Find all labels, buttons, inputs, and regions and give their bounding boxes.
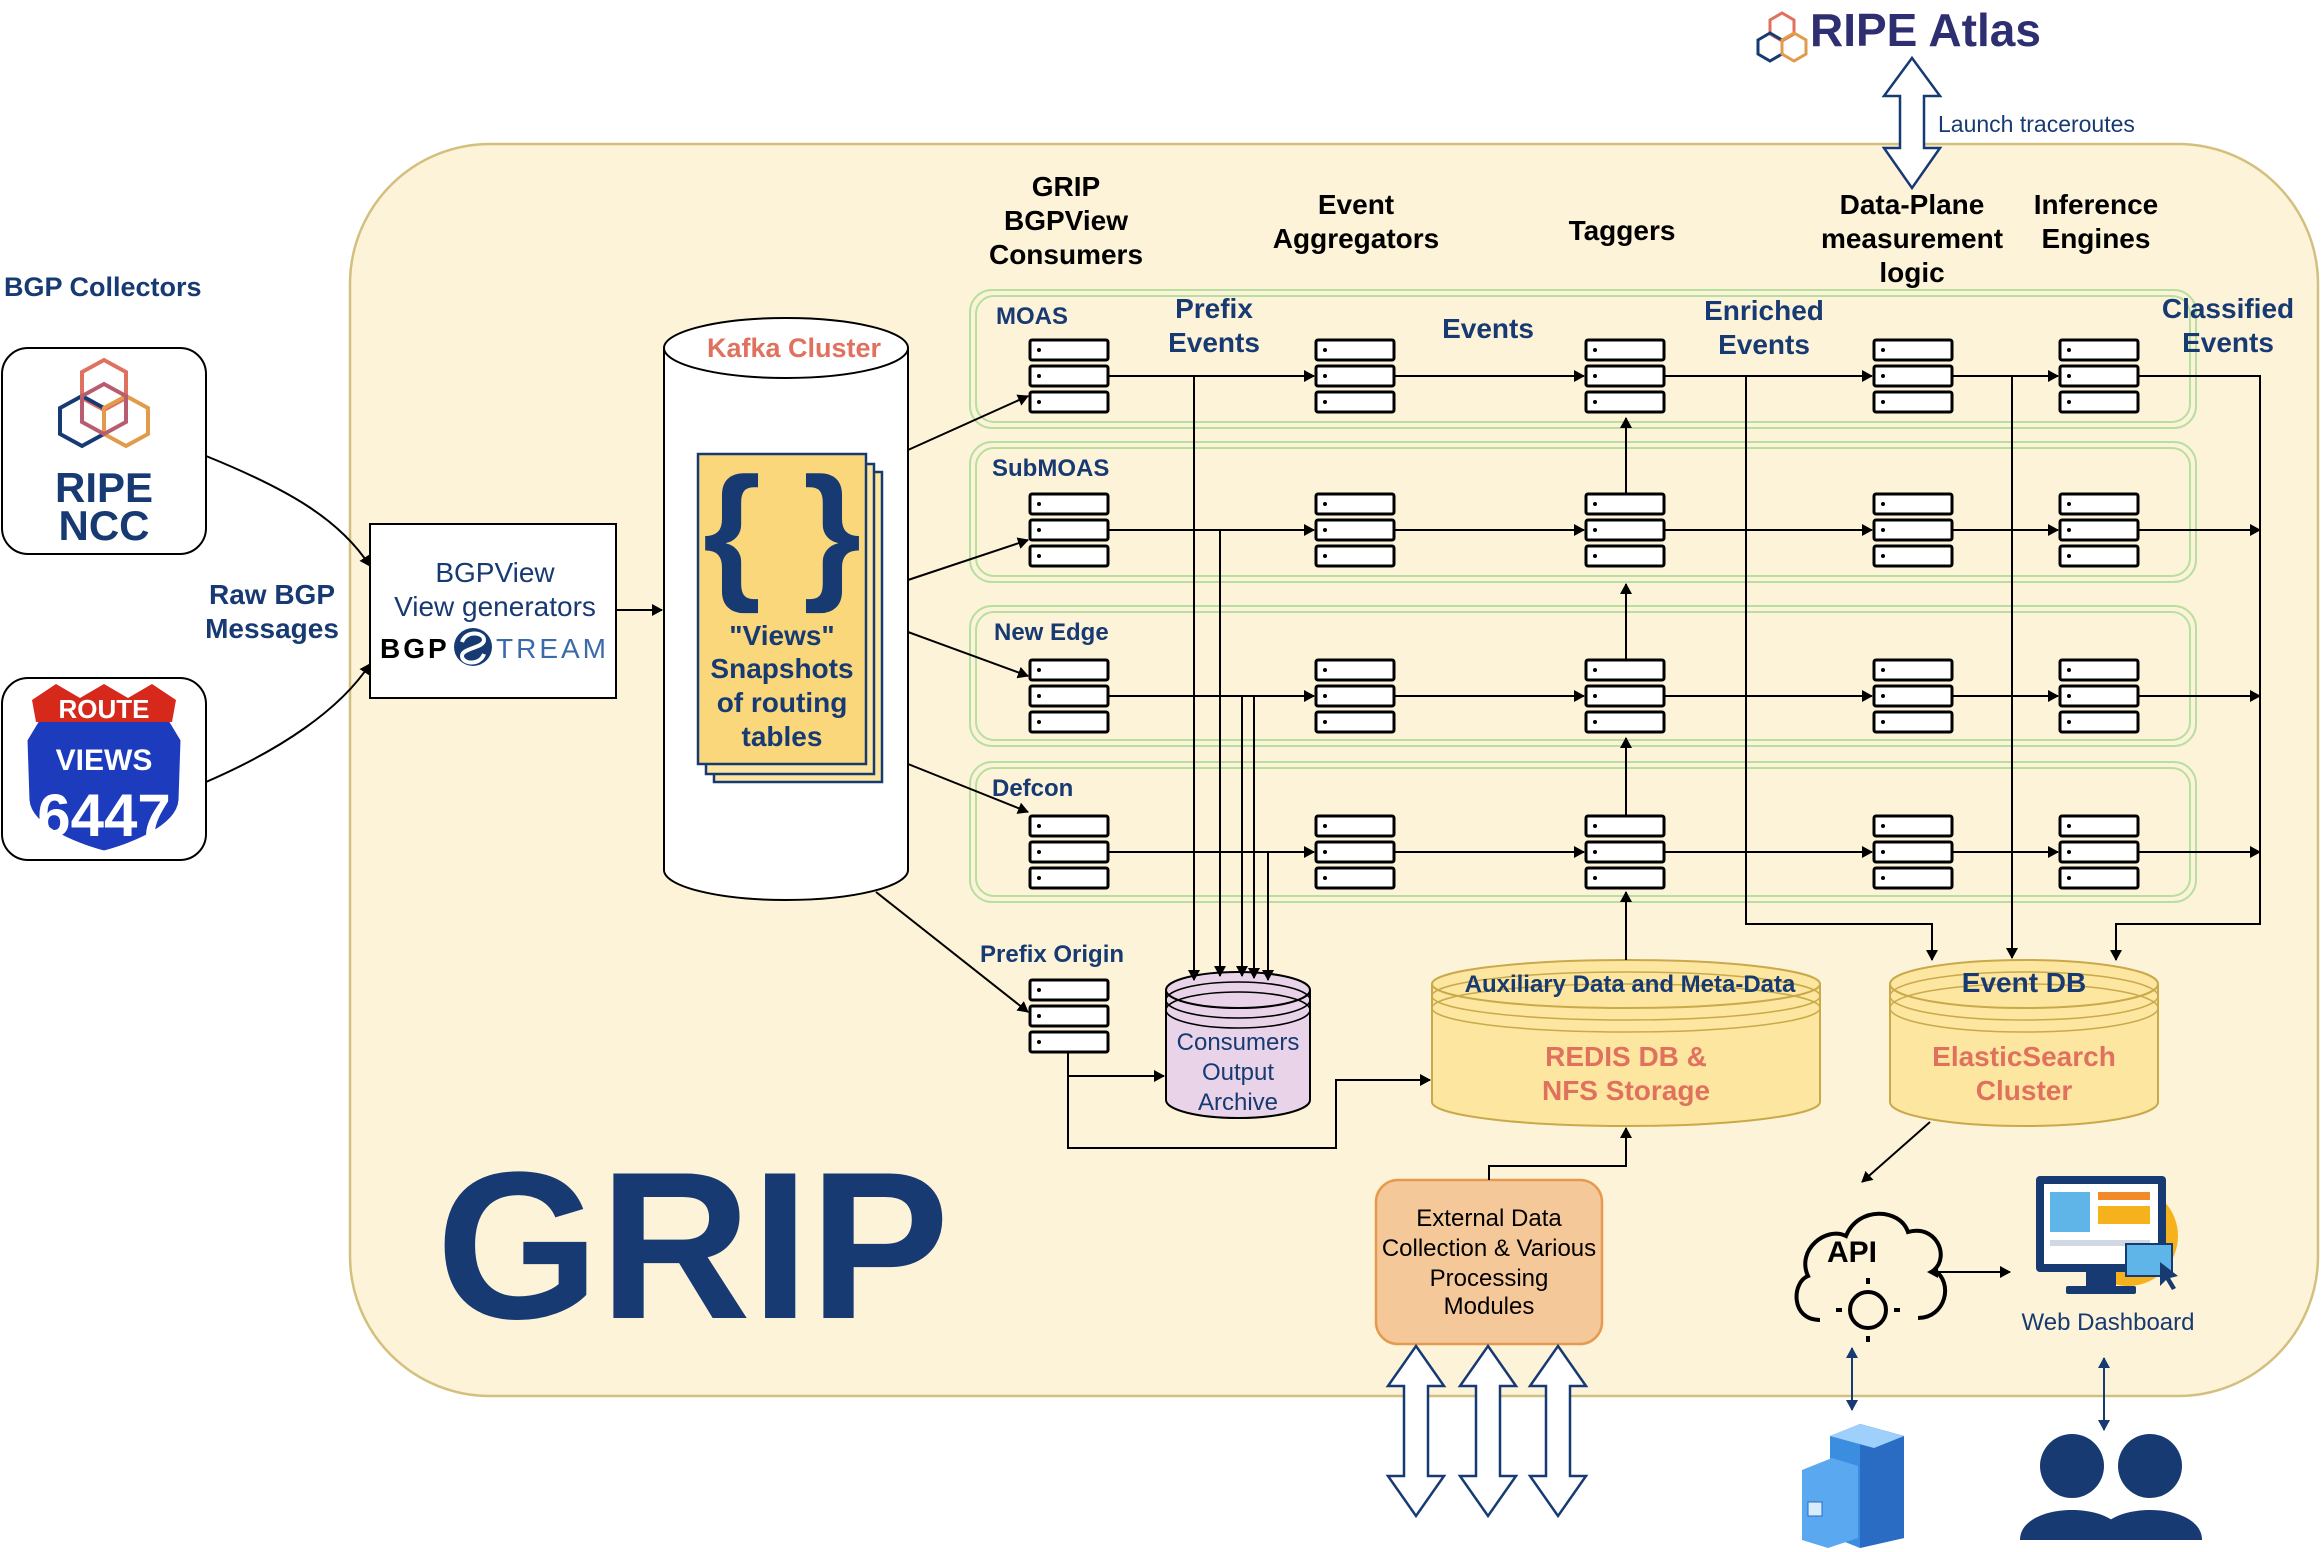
- server-icon-moas-dataplane: [1872, 338, 1954, 414]
- bgpstream-logo-icon: [454, 628, 492, 666]
- api-label: API: [1827, 1236, 1877, 1269]
- dataplane-header-line3: logic: [1879, 257, 1944, 288]
- server-icon-submoas-dataplane: [1872, 492, 1954, 568]
- ripe-atlas-title: RIPE Atlas: [1810, 4, 2041, 56]
- consumers-header-line1: GRIP: [1032, 171, 1100, 202]
- web-dashboard-label: Web Dashboard: [2022, 1309, 2195, 1336]
- inference-header-line1: Inference: [2034, 189, 2159, 220]
- users-icon: [2020, 1434, 2202, 1540]
- lane-label-new-edge: New Edge: [994, 619, 1109, 646]
- bgp-collectors-label: BGP Collectors: [4, 272, 202, 302]
- web-dashboard-monitor-icon: [2036, 1176, 2178, 1294]
- dataplane-header-line2: measurement: [1821, 223, 2003, 254]
- lane-label-moas: MOAS: [996, 303, 1068, 330]
- ripe-ncc-logo: [58, 357, 150, 449]
- views-line1: "Views": [729, 620, 834, 651]
- route-views-line2: VIEWS: [56, 744, 153, 777]
- server-icon-defcon-dataplane: [1872, 814, 1954, 890]
- server-icon-moas-aggregator: [1314, 338, 1396, 414]
- external-line4: Modules: [1444, 1293, 1535, 1320]
- classified-events-line1: Classified: [2162, 293, 2294, 324]
- database-server-icon: [1802, 1424, 1904, 1548]
- consumers-header-line2: BGPView: [1004, 205, 1128, 236]
- server-icon-prefix-origin: [1028, 978, 1110, 1054]
- prefix-events-line1: Prefix: [1175, 293, 1253, 324]
- enriched-events-line1: Enriched: [1704, 295, 1824, 326]
- redis-header: Auxiliary Data and Meta-Data: [1465, 971, 1796, 998]
- lane-label-defcon: Defcon: [992, 775, 1073, 802]
- eventdb-line2: Cluster: [1976, 1075, 2073, 1106]
- consumers-output-archive: [1165, 971, 1311, 1119]
- ripe-atlas-logo: [1756, 11, 1808, 63]
- eventdb-line1: ElasticSearch: [1932, 1041, 2116, 1072]
- prefix-events-line2: Events: [1168, 327, 1260, 358]
- raw-bgp-line2: Messages: [205, 613, 339, 644]
- server-icon-newedge-dataplane: [1872, 658, 1954, 734]
- atlas-double-arrow: [1881, 55, 1943, 191]
- views-line3: of routing: [717, 687, 848, 718]
- inference-header-line2: Engines: [2042, 223, 2151, 254]
- server-icon-newedge-inference: [2058, 658, 2140, 734]
- prefix-origin-label: Prefix Origin: [980, 941, 1124, 968]
- event-db: [1889, 959, 2159, 1127]
- server-icon-newedge-aggregator: [1314, 658, 1396, 734]
- redis-nfs-storage: [1431, 959, 1821, 1127]
- server-icon-defcon-aggregator: [1314, 814, 1396, 890]
- dataplane-header-line1: Data-Plane: [1840, 189, 1985, 220]
- server-icon-submoas-inference: [2058, 492, 2140, 568]
- consumers-header-line3: Consumers: [989, 239, 1143, 270]
- launch-traceroutes-label: Launch traceroutes: [1938, 111, 2135, 137]
- ripe-ncc-line2: NCC: [59, 502, 150, 549]
- lane-label-submoas: SubMOAS: [992, 455, 1109, 482]
- route-views-line1: ROUTE: [59, 694, 150, 724]
- server-icon-newedge-consumer: [1028, 658, 1110, 734]
- archive-line3: Archive: [1198, 1089, 1278, 1116]
- archive-line2: Output: [1202, 1059, 1274, 1086]
- raw-bgp-line1: Raw BGP: [209, 579, 335, 610]
- external-double-arrows: [1385, 1343, 1589, 1519]
- server-icon-newedge-tagger: [1584, 658, 1666, 734]
- external-line3: Processing: [1430, 1265, 1549, 1292]
- grip-title: GRIP: [436, 1128, 949, 1363]
- bgpstream-bgp: BGP: [380, 633, 450, 664]
- kafka-title: Kafka Cluster: [707, 333, 882, 363]
- aggregators-header-line1: Event: [1318, 189, 1394, 220]
- bgpstream-tream: TREAM: [496, 633, 609, 664]
- bgpview-line2: View generators: [394, 591, 596, 622]
- external-line1: External Data: [1416, 1205, 1562, 1232]
- aggregators-header-line2: Aggregators: [1273, 223, 1439, 254]
- server-icon-submoas-tagger: [1584, 492, 1666, 568]
- eventdb-header: Event DB: [1962, 967, 2086, 998]
- server-icon-defcon-tagger: [1584, 814, 1666, 890]
- external-line2: Collection & Various: [1382, 1235, 1596, 1262]
- server-icon-moas-tagger: [1584, 338, 1666, 414]
- bgpview-box: [369, 523, 617, 699]
- route-views-shield-icon: [24, 682, 184, 854]
- ripe-ncc-box: [1, 347, 207, 555]
- server-icon-submoas-consumer: [1028, 492, 1110, 568]
- views-document-stack: [696, 452, 884, 784]
- server-icon-moas-inference: [2058, 338, 2140, 414]
- server-icon-defcon-consumer: [1028, 814, 1110, 890]
- server-icon-submoas-aggregator: [1314, 492, 1396, 568]
- lanes: [969, 289, 2197, 903]
- views-line2: Snapshots: [710, 653, 853, 684]
- archive-line1: Consumers: [1177, 1029, 1300, 1056]
- views-line4: tables: [742, 721, 823, 752]
- route-views-line3: 6447: [37, 782, 170, 849]
- server-icon-defcon-inference: [2058, 814, 2140, 890]
- redis-line1: REDIS DB &: [1545, 1041, 1707, 1072]
- redis-line2: NFS Storage: [1542, 1075, 1710, 1106]
- enriched-events-line2: Events: [1718, 329, 1810, 360]
- views-braces: { }: [703, 446, 861, 614]
- taggers-header: Taggers: [1569, 215, 1676, 246]
- classified-events-line2: Events: [2182, 327, 2274, 358]
- server-icon-moas-consumer: [1028, 338, 1110, 414]
- events-label: Events: [1442, 313, 1534, 344]
- bgpview-line1: BGPView: [435, 557, 555, 588]
- connectors: [205, 370, 2261, 1183]
- ripe-ncc-line1: RIPE: [55, 464, 153, 511]
